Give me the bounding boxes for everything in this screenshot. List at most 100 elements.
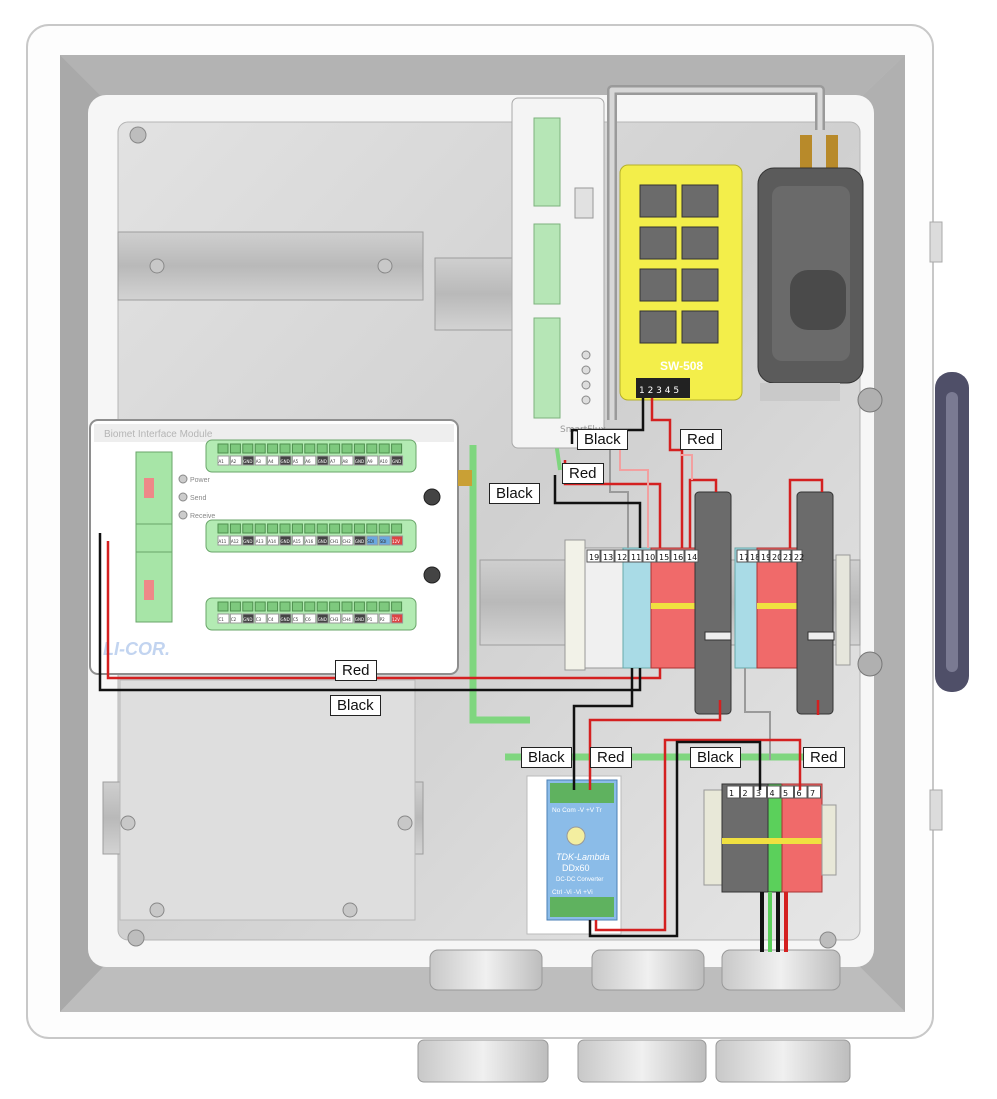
- terminal-tag: [217, 535, 230, 546]
- terminal-number: 15: [659, 553, 669, 562]
- terminal-number-tag: [740, 785, 754, 799]
- terminal-number-tag: [758, 549, 770, 563]
- terminal-screw: [229, 443, 241, 454]
- terminal-tag: [353, 535, 366, 546]
- converter-bottom-pins: Ctrl -Vi -Vi +Vi: [552, 889, 593, 896]
- terminal-label: A3: [256, 459, 262, 464]
- terminal-screw: [316, 443, 328, 454]
- terminal-screw: [242, 523, 254, 534]
- terminal-tag: [254, 455, 267, 466]
- terminal-number-tag: [747, 549, 759, 563]
- terminal-label: C5: [293, 617, 299, 622]
- field-cable: [760, 892, 788, 952]
- terminal-tag: [378, 535, 391, 546]
- terminal-label: C4: [268, 617, 274, 622]
- terminal-number: 2: [743, 789, 748, 798]
- switch-label: SW-508: [660, 359, 703, 373]
- terminal-number-tag: [791, 549, 803, 563]
- ethernet-switch: SW-508 1 2 3 4 5: [619, 164, 743, 401]
- converter-brand: TDK-Lambda: [556, 852, 610, 862]
- terminal-label: A1: [219, 459, 225, 464]
- wire-label-black-top: Black: [577, 429, 628, 450]
- terminal-tag: [341, 455, 354, 466]
- terminal-tag: [291, 455, 304, 466]
- red-wires: [106, 398, 824, 932]
- terminal-tag: [217, 613, 230, 624]
- terminal-label: A4: [268, 459, 274, 464]
- terminal-screw: [254, 601, 266, 612]
- terminal-screw: [329, 523, 341, 534]
- terminal-number-tag: [807, 785, 821, 799]
- terminal-screw: [267, 601, 279, 612]
- terminal-screw: [316, 601, 328, 612]
- terminal-number: 22: [794, 553, 804, 562]
- terminal-tag: [341, 613, 354, 624]
- terminal-screw: [353, 523, 365, 534]
- terminal-label: CH2: [343, 539, 352, 544]
- terminal-screw: [366, 601, 378, 612]
- terminal-label: A12: [231, 539, 239, 544]
- terminal-tag: [291, 535, 304, 546]
- terminal-screw: [329, 443, 341, 454]
- terminal-tag: [279, 613, 292, 624]
- terminal-number-tag: [684, 549, 699, 563]
- terminal-label: 12V: [392, 539, 400, 544]
- terminal-number: 19: [589, 553, 599, 562]
- terminal-screw: [267, 443, 279, 454]
- terminal-tag: [279, 455, 292, 466]
- terminal-screw: [217, 523, 229, 534]
- wire-label-red-mid: Red: [562, 463, 604, 484]
- terminal-number-tag: [642, 549, 657, 563]
- terminal-number: 4: [770, 789, 775, 798]
- terminal-number: 21: [783, 553, 793, 562]
- terminal-label: C2: [231, 617, 237, 622]
- terminal-number: 19: [761, 553, 771, 562]
- terminal-label: GND: [318, 459, 327, 464]
- terminal-screw: [378, 443, 390, 454]
- terminal-screw: [279, 601, 291, 612]
- terminal-label: C6: [305, 617, 311, 622]
- terminal-label: A6: [305, 459, 311, 464]
- terminal-label: CH1: [330, 539, 339, 544]
- terminal-tag: [279, 535, 292, 546]
- terminal-number: 16: [673, 553, 683, 562]
- terminal-label: C3: [256, 617, 262, 622]
- terminal-tag: [229, 613, 242, 624]
- dcdc-converter: No Com -V +V Tr TDK-Lambda DDx60 DC-DC C…: [526, 775, 622, 935]
- terminal-number: 20: [772, 553, 782, 562]
- terminal-tag: [291, 613, 304, 624]
- terminal-screw: [242, 443, 254, 454]
- terminal-label: GND: [243, 617, 252, 622]
- terminal-number-tag: [780, 785, 794, 799]
- terminal-number-tag: [780, 549, 792, 563]
- switch-port-numbers: 1 2 3 4 5: [639, 386, 679, 396]
- terminal-number: 7: [810, 789, 815, 798]
- wire-label-red-conv: Red: [590, 747, 632, 768]
- terminal-number: 5: [783, 789, 788, 798]
- gray-wires: [609, 440, 771, 760]
- terminal-screw: [229, 601, 241, 612]
- terminal-tag: [267, 613, 280, 624]
- terminal-tag: [267, 535, 280, 546]
- terminal-label: GND: [392, 459, 401, 464]
- cellular-modem: [757, 135, 864, 401]
- terminal-tag: [353, 455, 366, 466]
- terminal-label: GND: [355, 459, 364, 464]
- pink-wires: [619, 440, 693, 548]
- led-send-label: Send: [190, 495, 206, 502]
- terminal-number: 17: [739, 553, 749, 562]
- terminal-label: A11: [219, 539, 227, 544]
- terminal-screw: [366, 523, 378, 534]
- wire-label-red-top: Red: [680, 429, 722, 450]
- terminal-number-tag: [586, 549, 601, 563]
- terminal-screw: [291, 601, 303, 612]
- terminal-label: GND: [355, 539, 364, 544]
- terminal-tag: [316, 613, 329, 624]
- terminal-screw: [329, 601, 341, 612]
- terminal-label: P2: [380, 617, 385, 622]
- terminal-screw: [254, 523, 266, 534]
- terminal-number: 1: [729, 789, 734, 798]
- terminal-screw: [304, 443, 316, 454]
